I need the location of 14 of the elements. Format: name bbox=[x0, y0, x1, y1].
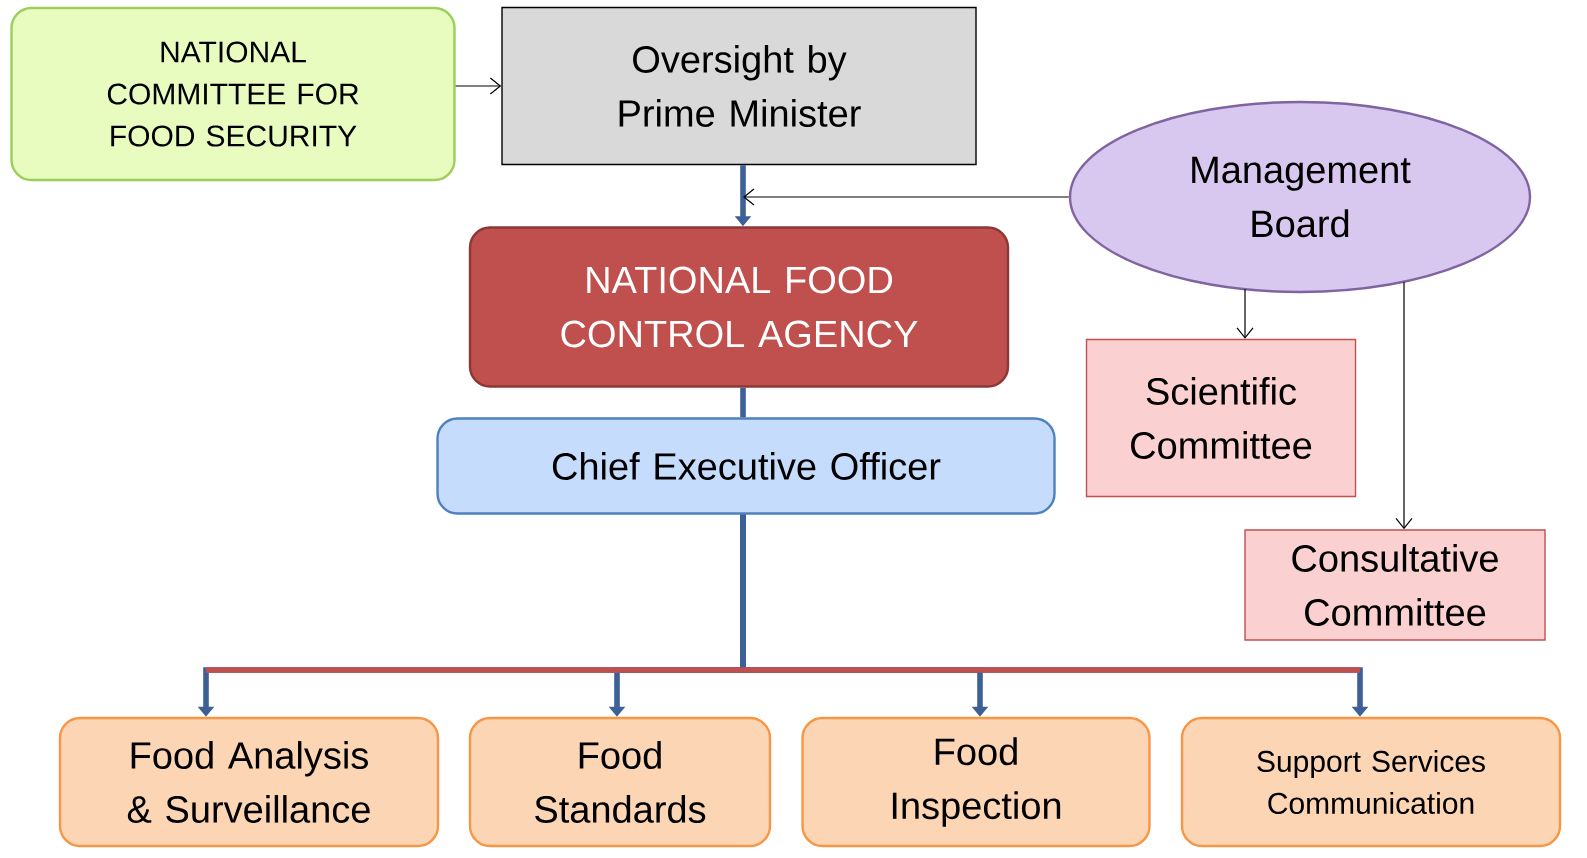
officer-box: Chief Executive Officer bbox=[436, 417, 1056, 515]
arrow bbox=[1236, 288, 1254, 339]
oversight-box: Oversight by Prime Minister bbox=[501, 6, 977, 166]
division-box: Food Standards bbox=[468, 716, 772, 848]
committee-box: Scientific Committee bbox=[1085, 338, 1357, 498]
arrow bbox=[1395, 281, 1413, 530]
arrow bbox=[455, 77, 502, 95]
committee-box: Consultative Committee bbox=[1244, 529, 1546, 641]
committee-box: NATIONAL COMMITTEE FOR FOOD SECURITY bbox=[10, 6, 456, 182]
agency-box: NATIONAL FOOD CONTROL AGENCY bbox=[468, 226, 1010, 388]
division-box: Support Services Communication bbox=[1180, 716, 1562, 848]
division-box: Food Analysis & Surveillance bbox=[58, 716, 440, 848]
division-box: Food Inspection bbox=[801, 716, 1151, 848]
arrow bbox=[743, 188, 1070, 206]
